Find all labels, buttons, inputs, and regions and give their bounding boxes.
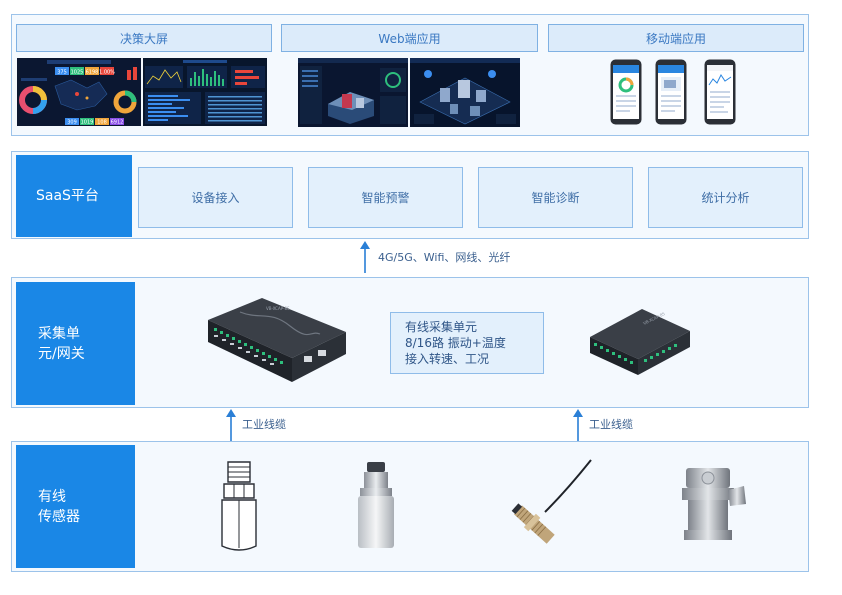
- uplink-label: 4G/5G、Wifi、网线、光纤: [378, 251, 511, 264]
- sensor-accelerometer-drawing: [214, 458, 264, 556]
- info-line-2: 8/16路 振动+温度: [405, 336, 506, 350]
- sensor-label: 有线 传感器: [16, 445, 135, 568]
- gateway-label-line1: 采集单: [38, 325, 80, 342]
- feature-device-access[interactable]: 设备接入: [138, 167, 293, 228]
- bottom-stat-4: 6912: [111, 120, 124, 126]
- cable-label-right: 工业线缆: [589, 418, 633, 431]
- sensor-industrial-transmitter: [678, 460, 750, 546]
- gateway-device-image: VB-XCAP-8S: [584, 297, 694, 383]
- dashboard-screenshot-1: 375 1025 6198 1.00% 309 1019 108 6912: [17, 58, 141, 126]
- sensor-label-line2: 传感器: [38, 508, 80, 525]
- bottom-stat-1: 309: [67, 120, 77, 126]
- cable-label-left: 工业线缆: [242, 418, 286, 431]
- stat-4: 1.00%: [99, 70, 115, 76]
- sensor-metal-accelerometer: [352, 458, 400, 554]
- stat-1: 375: [57, 70, 67, 76]
- wired-acquisition-info-box: 有线采集单元 8/16路 振动+温度 接入转速、工况: [390, 312, 544, 374]
- acquisition-unit-image: VB-XCAP-8S: [200, 290, 350, 390]
- gateway-label: 采集单 元/网关: [16, 282, 135, 405]
- cable-arrow-left-icon: [224, 408, 238, 442]
- feature-smart-diagnosis[interactable]: 智能诊断: [478, 167, 633, 228]
- web-app-screenshot-1: [298, 58, 408, 127]
- tab-mobile-app[interactable]: 移动端应用: [548, 24, 804, 52]
- dashboard-screenshot-2: [143, 58, 267, 126]
- sensor-eddy-current-probe: [505, 456, 597, 550]
- cable-arrow-right-icon: [571, 408, 585, 442]
- saas-platform-label: SaaS平台: [16, 155, 132, 237]
- saas-platform-label-text: SaaS平台: [36, 188, 99, 204]
- sensor-label-line1: 有线: [38, 488, 66, 505]
- tab-decision-screen[interactable]: 决策大屏: [16, 24, 272, 52]
- device-brand-text: VB-XCAP-8S: [266, 306, 290, 311]
- tab-web-app[interactable]: Web端应用: [281, 24, 538, 52]
- bottom-stat-2: 1019: [81, 120, 94, 126]
- mobile-app-phone-3: [704, 59, 736, 125]
- stat-2: 1025: [71, 70, 84, 76]
- info-line-1: 有线采集单元: [405, 320, 478, 334]
- stat-3: 6198: [86, 70, 99, 76]
- info-line-3: 接入转速、工况: [405, 352, 490, 366]
- feature-smart-warning[interactable]: 智能预警: [308, 167, 463, 228]
- web-app-screenshot-2: [410, 58, 520, 127]
- sensor-panel: [11, 441, 809, 572]
- uplink-arrow-icon: [358, 240, 372, 274]
- mobile-app-phone-2: [655, 59, 687, 125]
- feature-statistical-analysis[interactable]: 统计分析: [648, 167, 803, 228]
- gateway-label-line2: 元/网关: [38, 345, 85, 362]
- mobile-app-phone-1: [610, 59, 642, 125]
- bottom-stat-3: 108: [97, 120, 107, 126]
